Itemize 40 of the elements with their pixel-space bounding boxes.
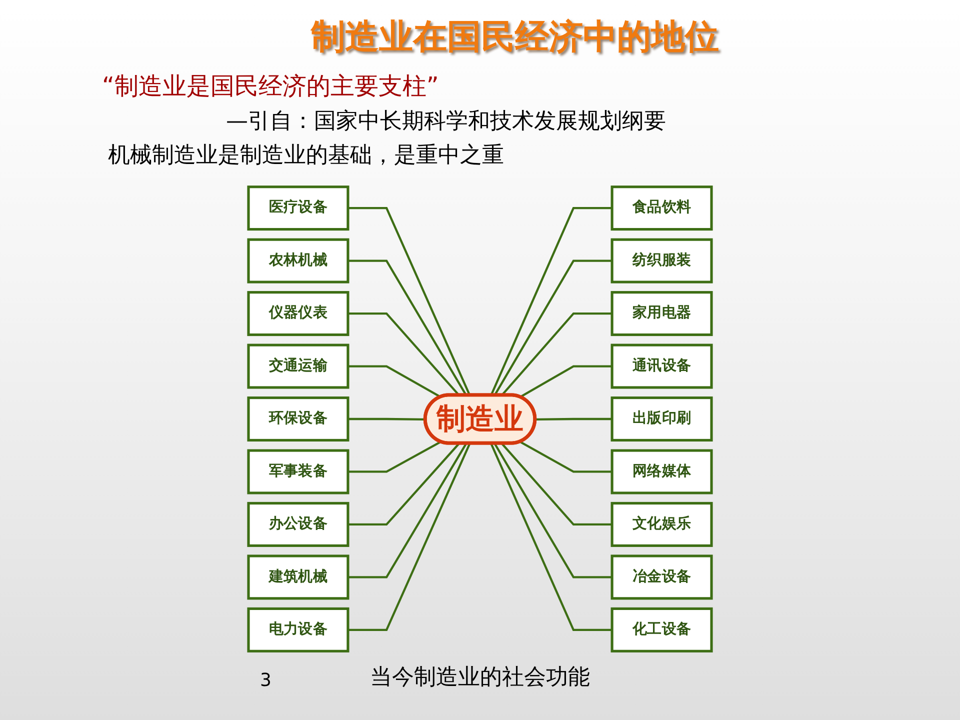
node-box: 文化娱乐	[610, 502, 713, 547]
connector	[348, 442, 460, 526]
node-box: 冶金设备	[610, 554, 713, 600]
connector	[535, 418, 612, 420]
connector	[348, 207, 471, 396]
connector	[494, 442, 612, 578]
diagram-caption: 当今制造业的社会功能	[370, 665, 590, 690]
node-box: 仪器仪表	[247, 291, 350, 336]
node-box: 家用电器	[610, 291, 713, 336]
node-box: 农林机械	[247, 238, 350, 284]
node-box: 环保设备	[247, 396, 350, 442]
node-box: 化工设备	[610, 607, 713, 652]
connector	[520, 365, 612, 398]
connector	[348, 260, 468, 396]
statement-text: 机械制造业是制造业的基础，是重中之重	[108, 142, 504, 170]
citation-text: —引自：国家中长期科学和技术发展规划纲要	[226, 108, 666, 136]
connector	[348, 442, 468, 578]
connector	[348, 443, 471, 631]
connector	[500, 442, 612, 526]
node-box: 电力设备	[247, 607, 350, 652]
connector	[490, 443, 612, 631]
node-box: 纺织服装	[610, 238, 713, 284]
node-box: 出版印刷	[610, 396, 713, 442]
connector	[490, 207, 612, 396]
connector	[348, 418, 426, 420]
page-number: 3	[260, 670, 272, 691]
node-box: 通讯设备	[610, 344, 713, 389]
node-box: 办公设备	[247, 502, 350, 547]
connector	[348, 440, 442, 473]
slide-title: 制造业在国民经济中的地位	[311, 17, 719, 57]
connector	[348, 365, 442, 398]
node-box: 网络媒体	[610, 449, 713, 494]
connector	[520, 440, 612, 473]
node-box: 医疗设备	[247, 186, 350, 231]
node-box: 军事装备	[247, 449, 350, 494]
quote-text: “制造业是国民经济的主要支柱”	[102, 71, 439, 102]
connector	[494, 260, 612, 396]
node-box: 建筑机械	[247, 554, 350, 600]
node-box: 食品饮料	[610, 186, 713, 231]
node-box: 交通运输	[247, 344, 350, 389]
